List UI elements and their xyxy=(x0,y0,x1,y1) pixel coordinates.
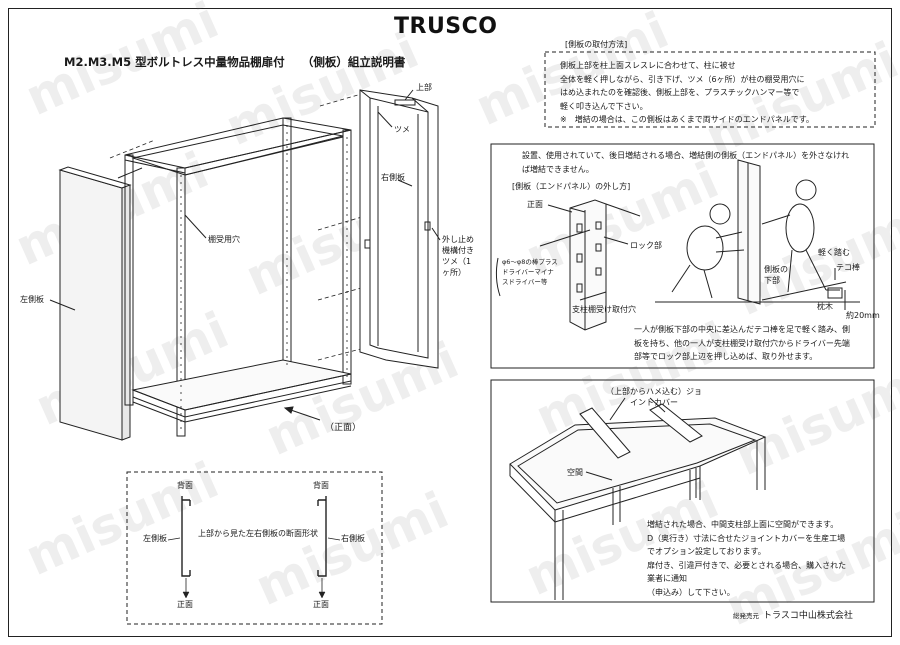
document-title: M2.M3.M5 型ボルトレス中量物品棚扉付 （側板）組立説明書 xyxy=(64,55,406,69)
label-top: 上部 xyxy=(416,83,432,92)
attach-title: [側板の取付方法] xyxy=(565,40,628,49)
label-cross-left: 左側板 xyxy=(143,534,167,543)
label-gap: 空間 xyxy=(567,468,583,477)
label-height: 約20mm xyxy=(846,311,880,320)
removal-subtitle: [側板（エンドパネル）の外し方] xyxy=(512,182,631,191)
joint-cover-drawing xyxy=(509,397,767,600)
label-stopper: 外し止め機構付きツメ（1ヶ所） xyxy=(442,235,474,277)
label-post-hole: 支柱棚受け取付穴 xyxy=(572,305,636,314)
label-back-left: 背面 xyxy=(177,481,193,490)
label-right-panel: 右側板 xyxy=(381,173,405,182)
shelf-frame-drawing xyxy=(109,91,373,437)
footer: 総発売元トラスコ中山株式会社 xyxy=(733,608,853,621)
cross-section-drawing xyxy=(167,496,341,599)
label-front-left: 正面 xyxy=(177,600,193,609)
label-left-panel: 左側板 xyxy=(20,295,44,304)
label-front: （正面） xyxy=(325,423,362,433)
label-cross-caption: 上部から見た左右側板の断面形状 xyxy=(198,529,318,538)
post-closeup xyxy=(495,199,641,331)
removal-description: 一人が側板下部の中央に差込んだテコ棒を足で軽く踏み、側 板を持ち、他の一人が支柱… xyxy=(634,325,850,361)
workers-figure xyxy=(655,159,860,310)
label-front-small: 正面 xyxy=(527,200,543,209)
brand-logo: TRUSCO xyxy=(394,14,498,39)
label-shelf-hole: 棚受用穴 xyxy=(208,235,240,244)
right-panel-drawing xyxy=(359,89,439,369)
label-lock: ロック部 xyxy=(630,241,662,250)
footer-seller: 総発売元 xyxy=(733,612,759,620)
attach-method-text: 側板上部を柱上面スレスレに合わせて、柱に被せ 全体を軽く押しながら、引き下げ、ツ… xyxy=(560,61,814,124)
label-panel-bottom: 側板の下部 xyxy=(764,265,788,285)
page-border xyxy=(8,8,892,637)
label-front-right: 正面 xyxy=(313,600,329,609)
joint-description: 増結された場合、中間支柱部上面に空間ができます。 D（奥行き）寸法に合せたジョイ… xyxy=(647,520,847,597)
label-back-right: 背面 xyxy=(313,481,329,490)
label-joint-cover: （上部からハメ込む）ジョイントカバー xyxy=(606,387,702,407)
removal-intro: 設置、使用されていて、後日増結される場合、増結側の側板（エンドパネル）を外さなけ… xyxy=(522,151,850,174)
attach-method-section: [側板の取付方法] xyxy=(565,38,627,52)
footer-company: トラスコ中山株式会社 xyxy=(763,611,853,621)
label-tsume: ツメ xyxy=(394,125,410,134)
label-cross-right: 右側板 xyxy=(341,534,365,543)
label-driver: φ6～φ8の棒プラスドライバーマイナスドライバー等 xyxy=(502,258,558,286)
label-step: 軽く踏む xyxy=(818,248,850,257)
label-lever: テコ棒 xyxy=(836,263,860,272)
left-panel-drawing xyxy=(58,166,143,441)
label-pillow: 枕木 xyxy=(817,302,833,311)
